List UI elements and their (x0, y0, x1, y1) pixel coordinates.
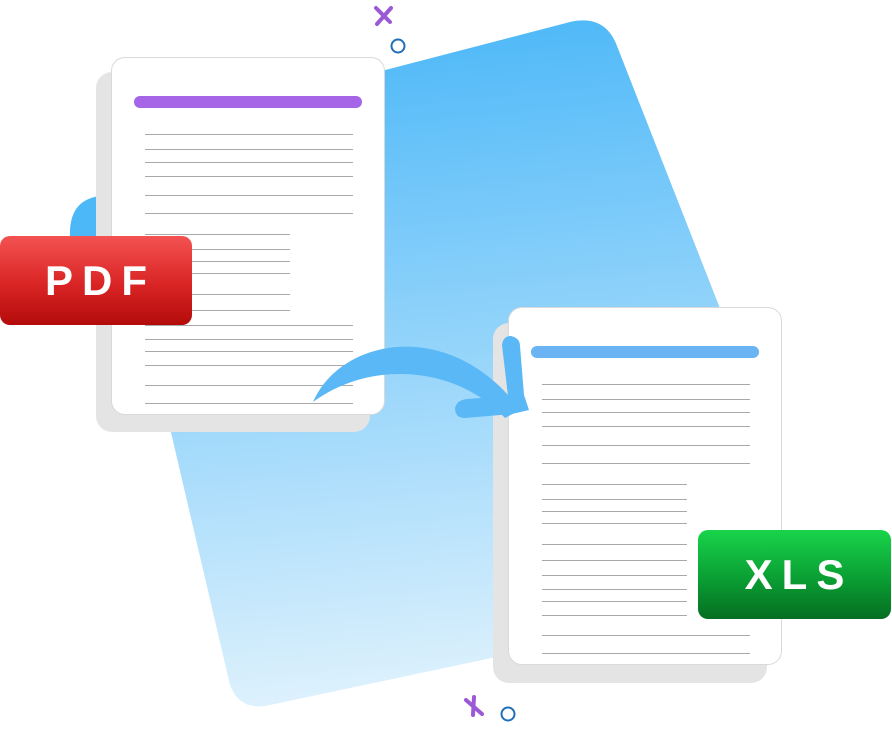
pdf-text-line (145, 234, 290, 235)
xls-text-line (542, 445, 750, 446)
cross-mark-icon (464, 695, 484, 717)
pdf-text-line (145, 213, 353, 214)
xls-text-line (542, 463, 750, 464)
xls-text-line (542, 499, 687, 500)
pdf-text-line (145, 273, 290, 274)
xls-text-line (542, 523, 687, 524)
pdf-text-line (145, 294, 290, 295)
xls-text-line (542, 412, 750, 413)
xls-text-line (542, 544, 687, 545)
xls-document-header-bar (531, 346, 759, 358)
xls-text-line (542, 426, 750, 427)
xls-text-line (542, 484, 687, 485)
circle-outline-icon (390, 38, 406, 54)
pdf-text-line (145, 310, 290, 311)
pdf-text-line (145, 195, 353, 196)
xls-text-line (542, 399, 750, 400)
pdf-text-line (145, 149, 353, 150)
pdf-text-line (145, 365, 353, 366)
xls-text-line (542, 615, 687, 616)
arrow-head (455, 336, 529, 418)
cross-mark-icon (374, 6, 393, 26)
pdf-text-line (145, 249, 290, 250)
xls-text-line (542, 560, 687, 561)
circle-outline-icon (500, 706, 516, 722)
xls-text-line (542, 511, 687, 512)
pdf-text-line (145, 339, 353, 340)
pdf-text-line (145, 403, 353, 404)
backdrop-blob (69, 196, 100, 238)
pdf-text-line (145, 351, 353, 352)
pdf-text-line (145, 385, 353, 386)
xls-text-line (542, 653, 750, 654)
pdf-text-line (145, 325, 353, 326)
xls-text-line (542, 589, 687, 590)
xls-text-line (542, 575, 687, 576)
pdf-text-line (145, 176, 353, 177)
xls-text-line (542, 384, 750, 385)
pdf-format-badge: PDF (0, 236, 192, 325)
xls-format-badge: XLS (698, 530, 891, 619)
arrow-shaft (313, 346, 520, 418)
xls-text-line (542, 601, 687, 602)
pdf-text-line (145, 162, 353, 163)
pdf-document-header-bar (134, 96, 362, 108)
pdf-text-line (145, 261, 290, 262)
pdf-text-line (145, 134, 353, 135)
xls-text-line (542, 635, 750, 636)
